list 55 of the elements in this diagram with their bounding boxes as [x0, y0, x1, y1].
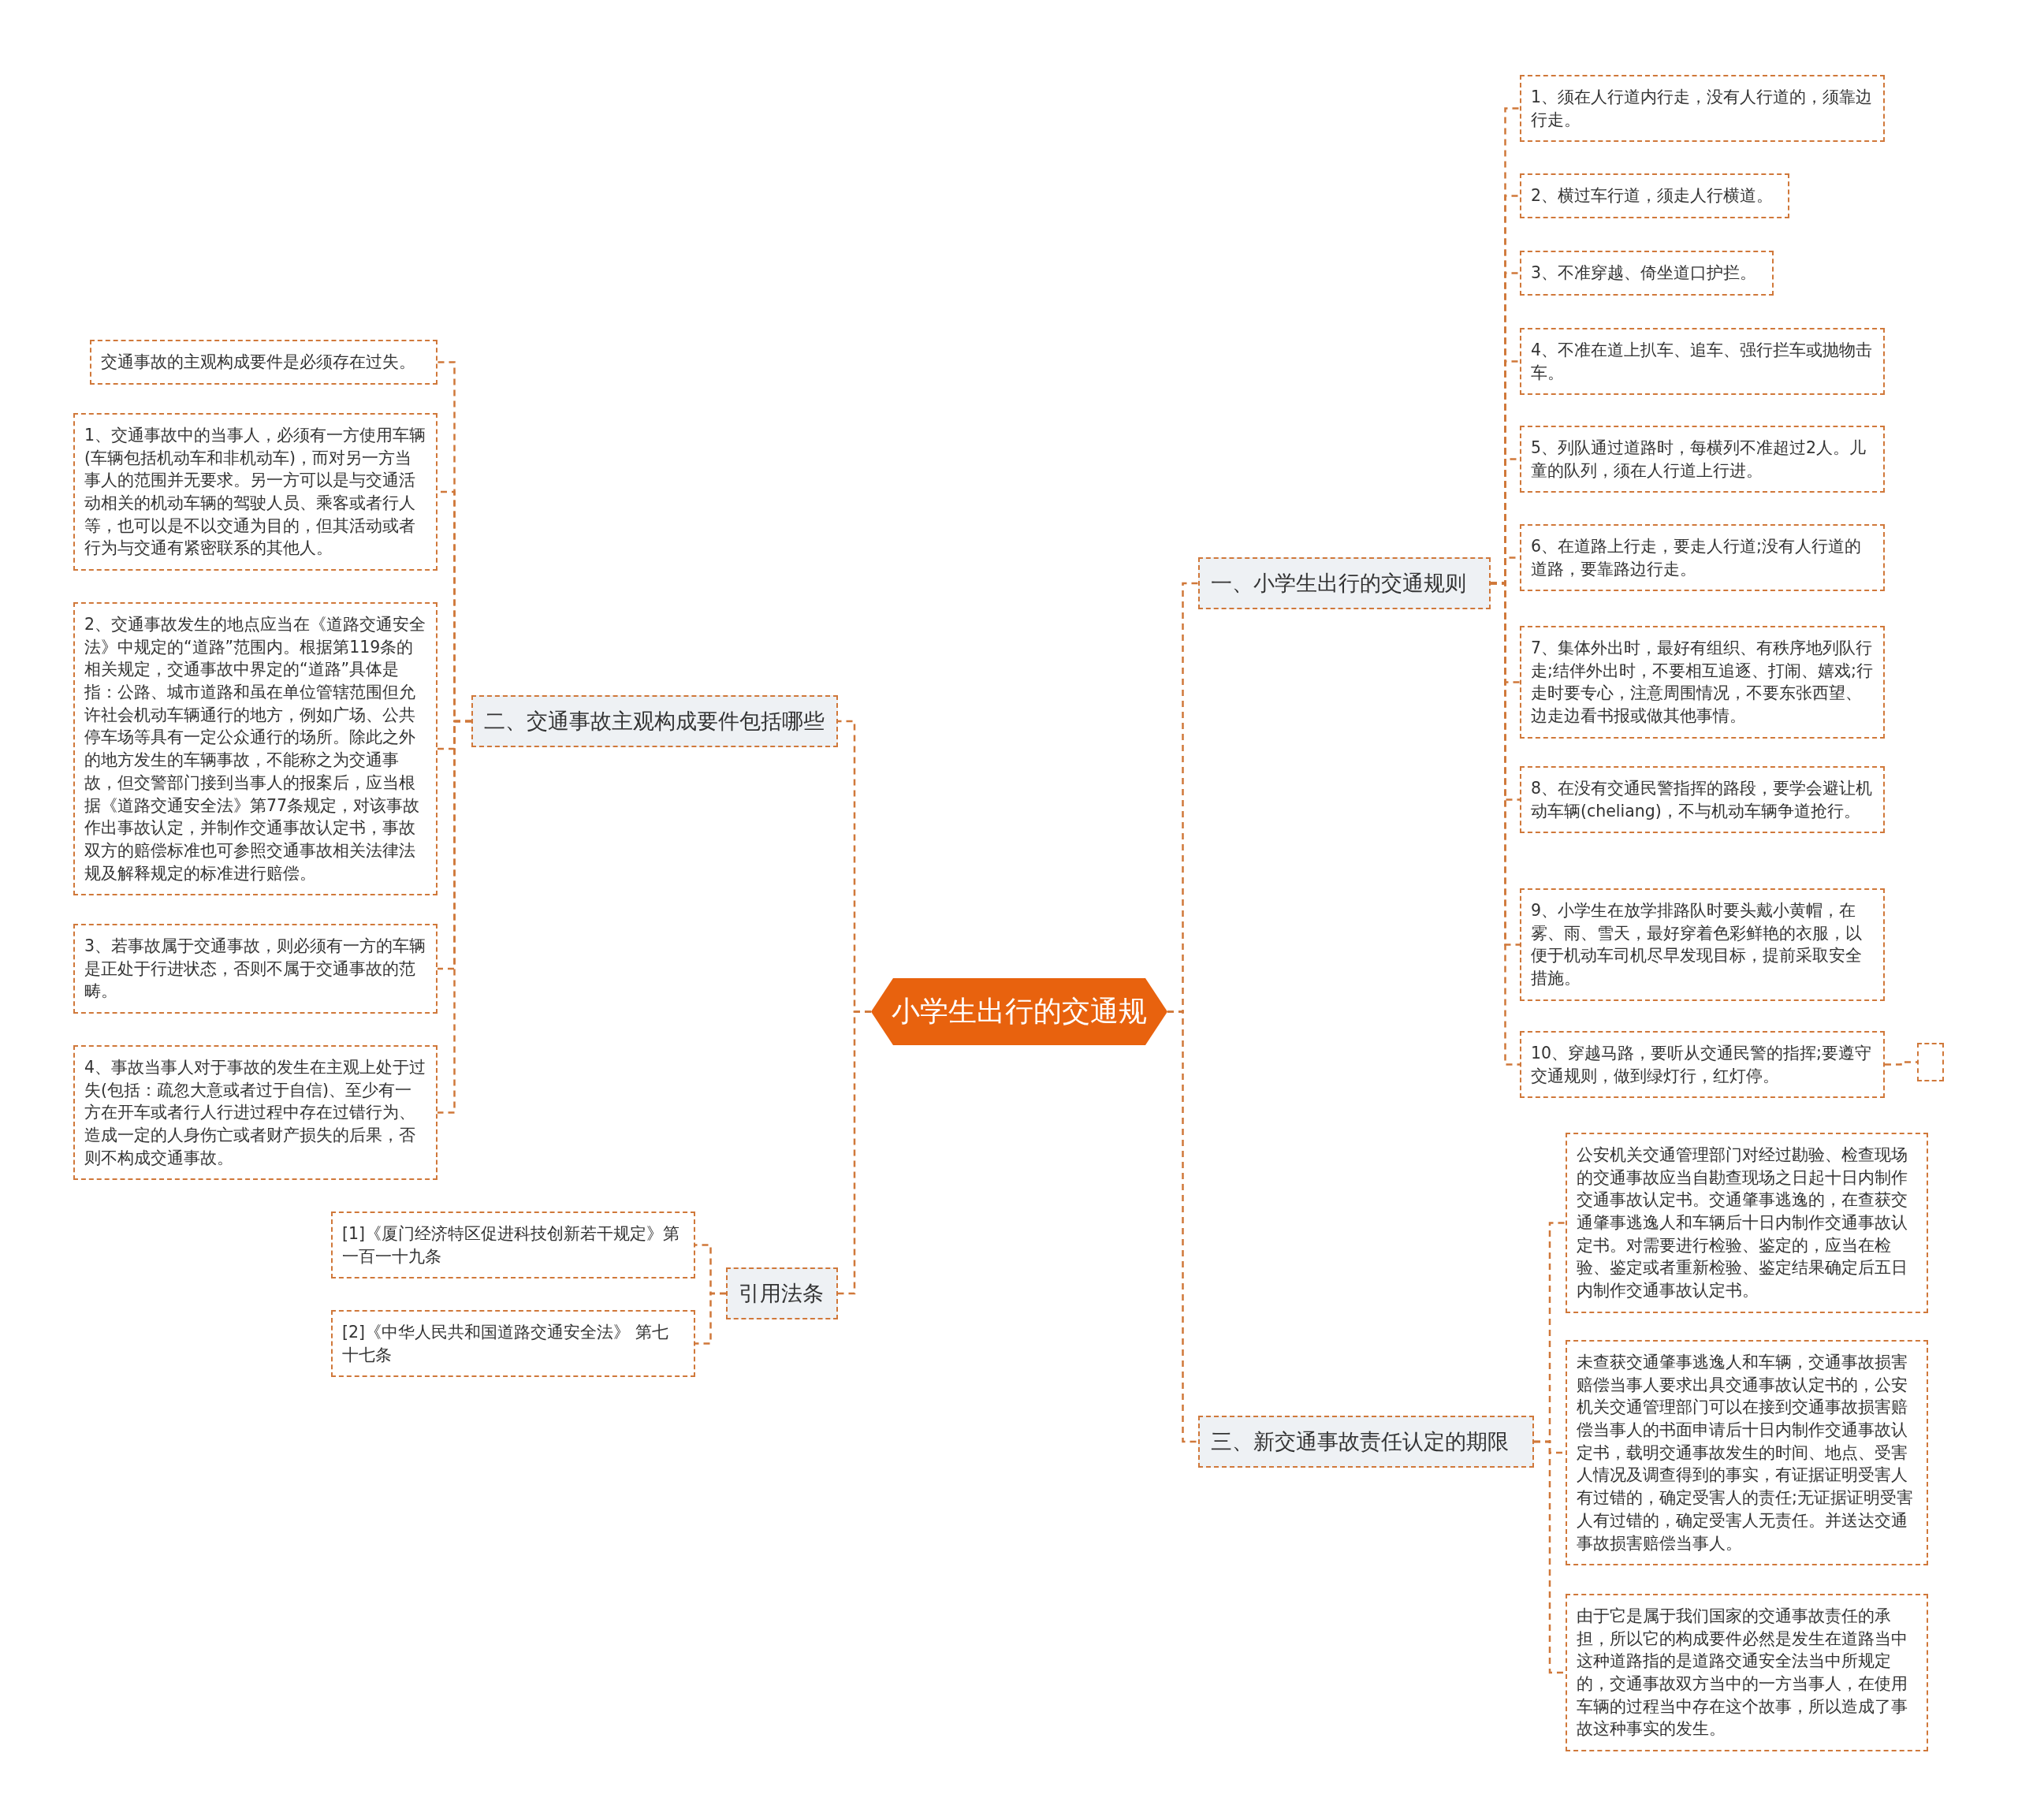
- note-box: [1520, 251, 1774, 296]
- note-text: 10、穿越马路，要听从交通民警的指挥;要遵守交通规则，做到绿灯行，红灯停。: [1531, 1043, 1872, 1087]
- note-text: 3、若事故属于交通事故，则必须有一方的车辆是正处于行进状态，否则不属于交通事故的范畴。: [84, 936, 426, 1003]
- note-box: [1520, 766, 1885, 834]
- note-box: [331, 1310, 695, 1378]
- note-text: [1]《厦门经济特区促进科技创新若干规定》第一百一十九条: [342, 1223, 681, 1267]
- connector-line: [1885, 1061, 1917, 1066]
- note-box: [1520, 888, 1885, 1001]
- note-text: 3、不准穿越、倚坐道口护拦。: [1531, 262, 1758, 284]
- note-text: 2、交通事故发生的地点应当在《道路交通安全法》中规定的“道路”范围内。根据第119条的相关规定，交通事故中界定的“道路”具体是指：公路、城市道路和虽在单位管辖范围但允许社会机动车辆通行的地方，例如广场、公共停车场等具有一定公众通行的场所。除此之外的地方发生的车辆事故，不能称之为交通事故，但交警部门接到当事人的报案后，应当根据《道路交通安全法》第77条规定，对该事故作出事故认定，并制作交通事故认定书，事故双方的赔偿标准也可参照交通事故相关法律法规及解释规定的标准进行赔偿。: [84, 614, 426, 884]
- topic-text: 小学生出行的交通规: [892, 994, 1147, 1029]
- connector-line: [1534, 1440, 1566, 1674]
- branch-text: 二、交通事故主观构成要件包括哪些: [484, 708, 825, 735]
- connector-line: [695, 1292, 726, 1345]
- note-box: [73, 924, 437, 1014]
- note-box: [1520, 626, 1885, 739]
- branch-box: [471, 695, 838, 747]
- note-text: 1、交通事故中的当事人，必须有一方使用车辆(车辆包括机动车和非机动车)，而对另一方当事人的范围并无要求。另一方可以是与交通活动相关的机动车辆的驾驶人员、乘客或者行人等，也可以是不以交通为目的，但其活动或者行为与交通有紧密联系的其他人。: [84, 425, 426, 560]
- note-text: [2]《中华人民共和国道路交通安全法》 第七十七条: [342, 1322, 669, 1366]
- connector-line: [1167, 1010, 1198, 1443]
- branch-box: [1198, 557, 1491, 609]
- note-text: 公安机关交通管理部门对经过勘验、检查现场的交通事故应当自勘查现场之日起十日内制作交通事故认定书。交通肇事逃逸的，在查获交通肇事逃逸人和车辆后十日内制作交通事故认定书。对需要进行检验、鉴定的，应当在检验、鉴定或者重新检验、鉴定结果确定后五日内制作交通事故认定书。: [1577, 1144, 1908, 1302]
- connector-line: [838, 1010, 871, 1295]
- note-box: [1566, 1133, 1928, 1313]
- branch-box: [726, 1267, 838, 1319]
- branch-box: [1198, 1416, 1534, 1468]
- note-box: [1520, 1031, 1885, 1099]
- note-text: 5、列队通过道路时，每横列不准超过2人。儿童的队列，须在人行道上行进。: [1531, 437, 1867, 482]
- note-text: 由于它是属于我们国家的交通事故责任的承担，所以它的构成要件必然是发生在道路当中这种道路指的是道路交通安全法当中所规定的，交通事故双方当中的一方当事人，在使用车辆的过程当中存在这个故事，所以造成了事故这种事实的发生。: [1577, 1606, 1908, 1740]
- note-box: [1520, 426, 1885, 493]
- note-box: [1566, 1340, 1928, 1566]
- note-text: 4、事故当事人对于事故的发生在主观上处于过失(包括：疏忽大意或者过于自信)、至少有一方在开车或者行人行进过程中存在过错行为、造成一定的人身伤亡或者财产损失的后果，否则不构成交通事故。: [84, 1057, 426, 1169]
- note-text: 未查获交通肇事逃逸人和车辆，交通事故损害赔偿当事人要求出具交通事故认定书的，公安机关交通管理部门可以在接到交通事故损害赔偿当事人的书面申请后十日内制作交通事故认定书，载明交通事故发生的时间、地点、受害人情况及调查得到的事实，有证据证明受害人有过错的，确定受害人的责任;无证据证明受害人有过错的，确定受害人无责任。并送达交通事故损害赔偿当事人。: [1577, 1352, 1914, 1554]
- empty-box: [1917, 1043, 1944, 1081]
- note-box: [73, 413, 437, 571]
- branch-text: 三、新交通事故责任认定的期限: [1211, 1428, 1510, 1455]
- note-box: [1520, 173, 1789, 218]
- note-box: [1520, 328, 1885, 396]
- note-box: [1520, 524, 1885, 592]
- branch-text: 一、小学生出行的交通规则: [1211, 570, 1467, 597]
- note-text: 1、须在人行道内行走，没有人行道的，须靠边行走。: [1531, 87, 1874, 131]
- note-text: 7、集体外出时，最好有组织、有秩序地列队行走;结伴外出时，不要相互追逐、打闹、嬉戏;行走时要专心，注意周围情况，不要东张西望、边走边看书报或做其他事情。: [1531, 638, 1874, 728]
- note-text: 8、在没有交通民警指挥的路段，要学会避让机动车辆(cheliang)，不与机动车辆争道抢行。: [1531, 778, 1874, 822]
- note-text: 9、小学生在放学排路队时要头戴小黄帽，在雾、雨、雪天，最好穿着色彩鲜艳的衣服，以便于机动车司机尽早发现目标，提前采取安全措施。: [1531, 900, 1863, 990]
- branch-text: 引用法条: [739, 1280, 825, 1307]
- connector-line: [437, 720, 471, 1114]
- note-text: 2、横过车行道，须走人行横道。: [1531, 185, 1774, 207]
- note-box: [331, 1211, 695, 1279]
- note-text: 6、在道路上行走，要走人行道;没有人行道的道路，要靠路边行走。: [1531, 536, 1862, 580]
- note-box: [1566, 1594, 1928, 1752]
- note-box: [90, 340, 437, 385]
- note-box: [1520, 75, 1885, 143]
- note-text: 交通事故的主观构成要件是必须存在过失。: [101, 352, 416, 373]
- note-box: [73, 1045, 437, 1181]
- note-text: 4、不准在道上扒车、追车、强行拦车或抛物击车。: [1531, 340, 1874, 384]
